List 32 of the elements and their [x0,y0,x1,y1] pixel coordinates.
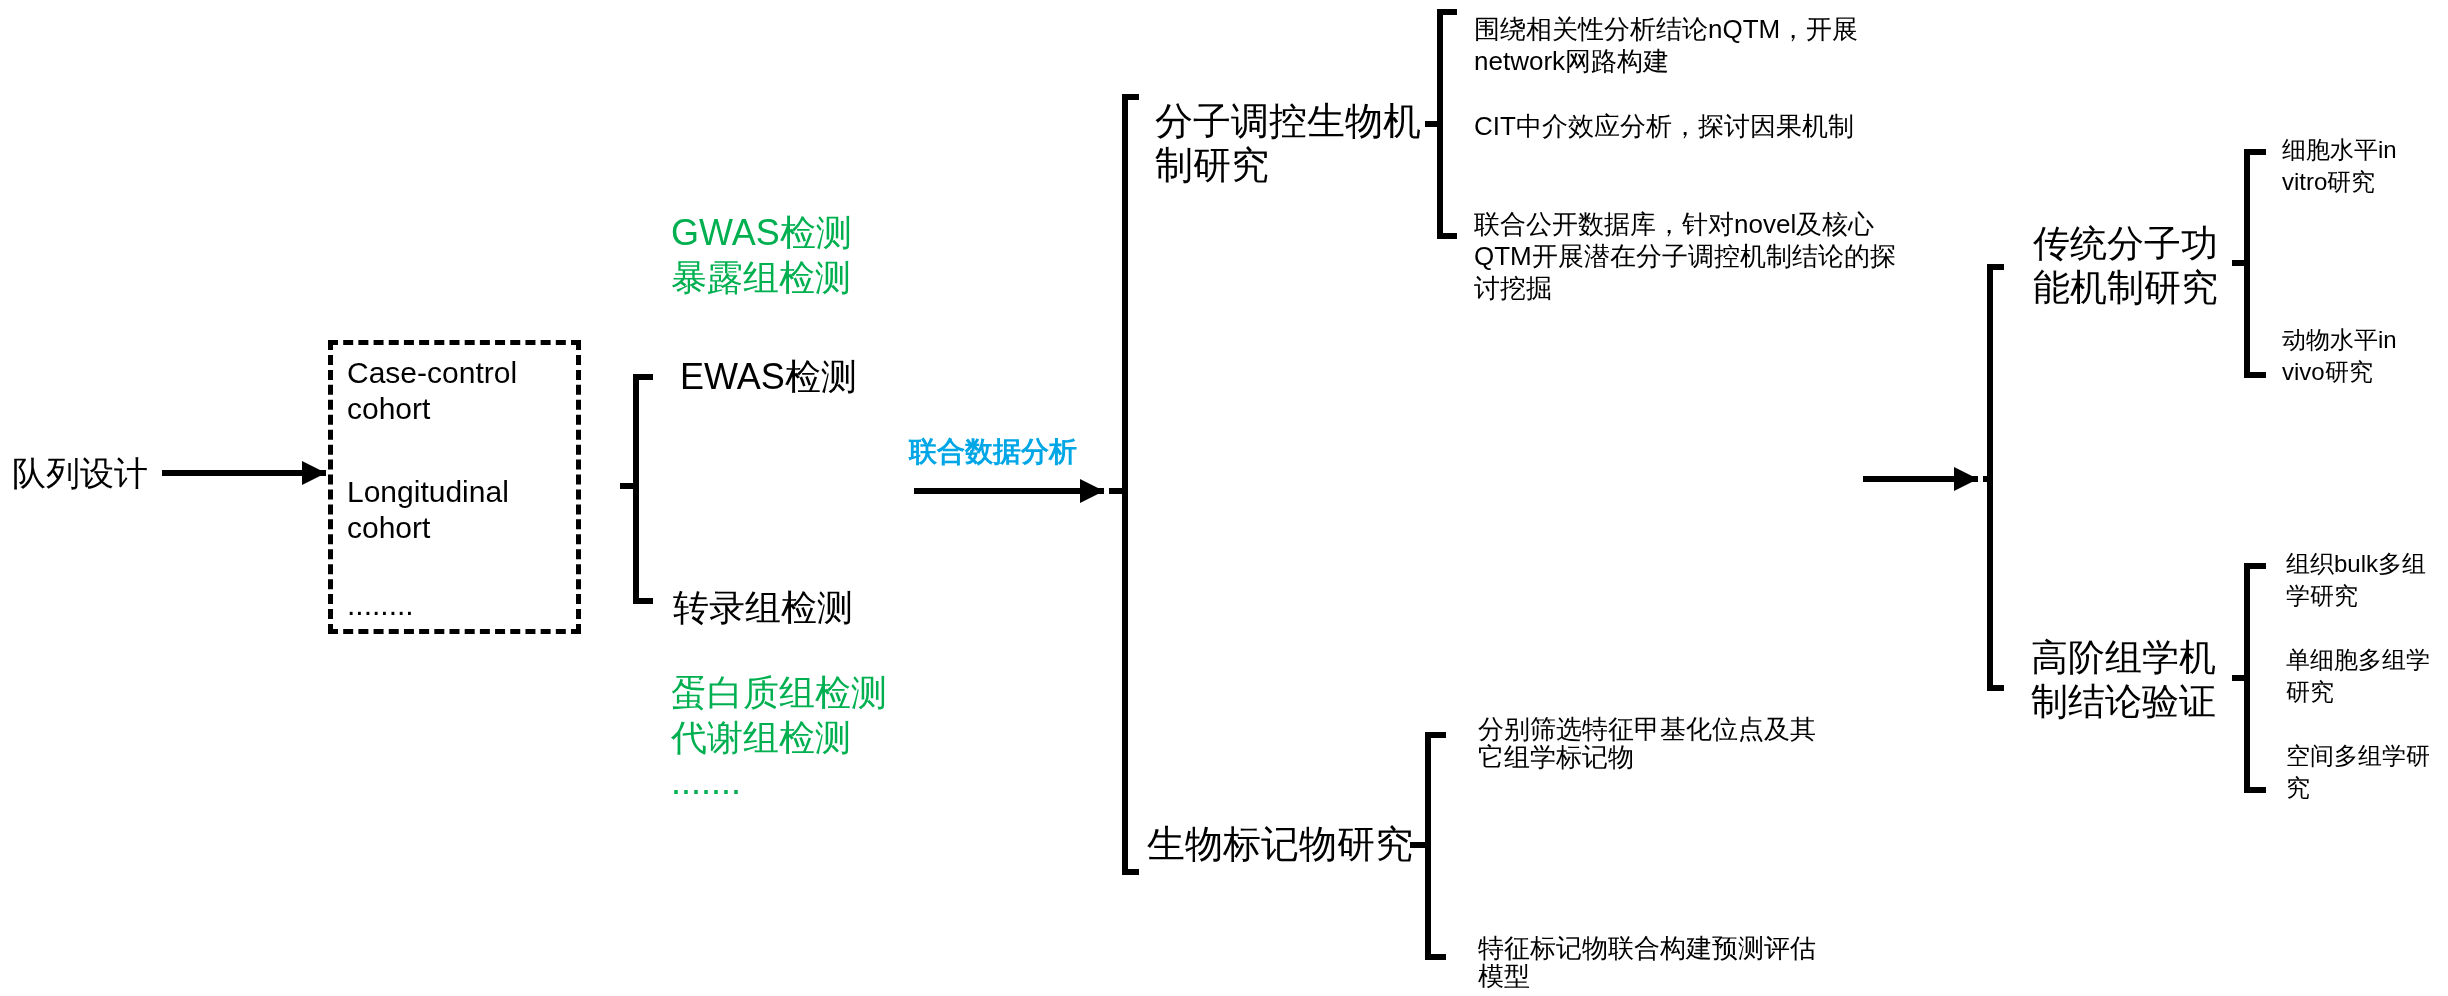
bracket [1980,264,2004,691]
list-item: ........ [347,587,415,623]
edge-label: 联合数据分析 [909,435,1077,469]
arrow [162,461,326,485]
heading-text: 生物标记物研究 [1147,822,1413,868]
item-text: 细胞水平in vitro研究 [2282,134,2434,197]
item-text: 动物水平in vivo研究 [2282,324,2434,387]
item-text: 单细胞多组学研究 [2286,644,2441,707]
item-text: EWAS检测 [680,355,857,399]
arrow [1863,467,1978,491]
note-text: 暴露组检测 [671,256,851,300]
item-text: 联合公开数据库，针对novel及核心QTM开展潜在分子调控机制结论的探讨挖掘 [1474,209,1899,305]
list-item: Case-control cohort [347,355,519,427]
arrow [914,479,1104,503]
item-text: 特征标记物联合构建预测评估模型 [1478,933,1823,991]
item-text: 组织bulk多组学研究 [2286,548,2441,611]
note-text: ....... [671,760,741,804]
item-text: 围绕相关性分析结论nQTM，开展network网路构建 [1474,14,1899,78]
step-label: 队列设计 [12,452,148,494]
note-text: 蛋白质组检测 [671,671,887,715]
item-text: 空间多组学研究 [2286,740,2441,803]
heading-text: 传统分子功能机制研究 [2033,222,2225,309]
item-text: 分别筛选特征甲基化位点及其它组学标记物 [1478,714,1823,772]
dashed-box [328,340,581,634]
heading-text: 高阶组学机制结论验证 [2031,635,2223,725]
note-text: GWAS检测 [671,211,852,255]
heading-text: 分子调控生物机制研究 [1155,98,1430,188]
bracket [1106,94,1139,875]
list-item: Longitudinal cohort [347,474,510,546]
item-text: 转录组检测 [673,586,853,630]
note-text: 代谢组检测 [671,716,851,760]
item-text: CIT中介效应分析，探讨因果机制 [1474,111,1854,143]
